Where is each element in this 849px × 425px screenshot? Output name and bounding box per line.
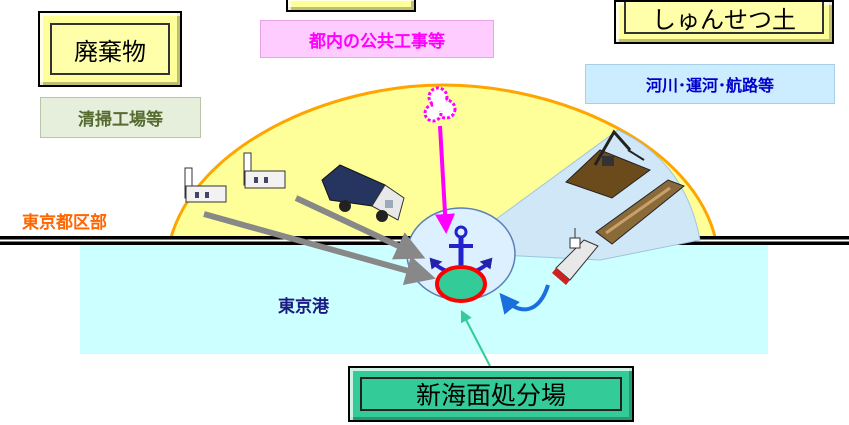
river-zone-wedge bbox=[494, 129, 701, 261]
landfill-box: 新海面処分場 bbox=[348, 366, 634, 422]
flow-arrow-landfill bbox=[460, 309, 491, 367]
tugboat-icon bbox=[552, 228, 599, 285]
top-box-edge bbox=[286, 0, 416, 12]
tokyo-wards-label: 東京都区部 bbox=[22, 213, 107, 233]
dredged-soil-label: しゅんせつ土 bbox=[624, 2, 824, 34]
cloud-icon bbox=[423, 86, 457, 123]
waste-label: 廃棄物 bbox=[50, 23, 170, 75]
tokyo-port-label: 東京港 bbox=[278, 297, 329, 317]
barge-icon bbox=[595, 179, 685, 245]
anchor-icon bbox=[429, 225, 493, 276]
dredger-icon bbox=[565, 129, 652, 199]
garbage-truck-icon bbox=[321, 164, 405, 222]
flow-arrow-dredging bbox=[499, 284, 550, 315]
public-works-label: 都内の公共工事等 bbox=[260, 20, 494, 58]
landfill-label: 新海面処分場 bbox=[360, 377, 622, 411]
landfill-site-marker bbox=[435, 265, 487, 303]
factory-icon bbox=[184, 167, 227, 203]
waste-box: 廃棄物 bbox=[38, 11, 182, 87]
rivers-label: 河川･運河･航路等 bbox=[585, 64, 835, 104]
factory-icon bbox=[243, 152, 286, 189]
flow-arrow-public-works bbox=[435, 125, 456, 234]
cleaning-plant-label: 清掃工場等 bbox=[40, 97, 201, 138]
dredged-soil-box: しゅんせつ土 bbox=[614, 0, 834, 44]
flow-arrow-factory bbox=[203, 211, 436, 286]
flow-arrow-truck bbox=[294, 195, 426, 260]
